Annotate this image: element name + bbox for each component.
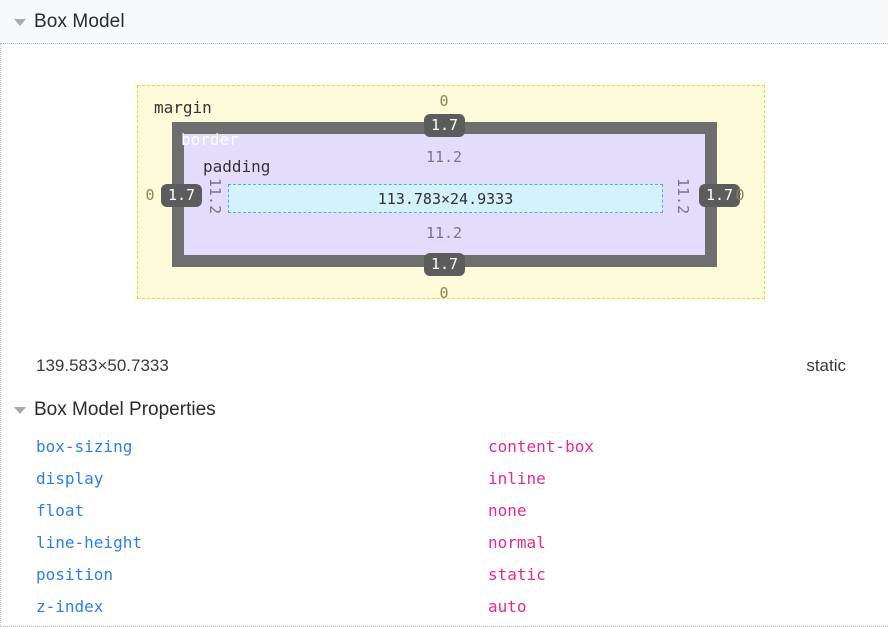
padding-top-value[interactable]: 11.2 <box>425 148 463 166</box>
margin-bottom-value[interactable]: 0 <box>439 284 449 302</box>
padding-right-value[interactable]: 11.2 <box>674 178 692 215</box>
property-name[interactable]: display <box>36 468 104 488</box>
margin-right-value[interactable]: 0 <box>735 186 745 204</box>
properties-section-title: Box Model Properties <box>34 399 216 420</box>
property-name[interactable]: float <box>36 500 85 520</box>
table-row[interactable]: position static <box>0 558 888 590</box>
panel-left-edge <box>0 44 2 627</box>
border-top-value[interactable]: 1.7 <box>424 114 466 137</box>
margin-layer-label: margin <box>154 98 212 117</box>
position-label: static <box>806 356 846 375</box>
border-left-value[interactable]: 1.7 <box>161 184 203 207</box>
property-value[interactable]: auto <box>488 596 527 616</box>
property-name[interactable]: z-index <box>36 596 104 616</box>
content-box[interactable]: 113.783×24.9333 <box>228 184 663 213</box>
margin-left-value[interactable]: 0 <box>145 186 155 204</box>
table-row[interactable]: display inline <box>0 462 888 494</box>
table-row[interactable]: float none <box>0 494 888 526</box>
table-row[interactable]: z-index auto <box>0 590 888 622</box>
page-title: Box Model <box>34 11 125 32</box>
padding-left-value[interactable]: 11.2 <box>206 178 224 215</box>
property-value[interactable]: inline <box>488 468 546 488</box>
properties-list: box-sizing content-box display inline fl… <box>0 430 888 622</box>
property-name[interactable]: box-sizing <box>36 436 133 456</box>
border-right-value[interactable]: 1.7 <box>699 184 741 207</box>
box-model-diagram: 113.783×24.9333 margin border padding 0 … <box>0 44 888 344</box>
total-dimensions-label: 139.583×50.7333 <box>36 356 169 375</box>
table-row[interactable]: box-sizing content-box <box>0 430 888 462</box>
property-value[interactable]: content-box <box>488 436 594 456</box>
table-row[interactable]: line-height normal <box>0 526 888 558</box>
box-model-panel-header[interactable]: Box Model <box>0 0 888 44</box>
margin-top-value[interactable]: 0 <box>439 92 449 110</box>
border-layer-label: border <box>181 130 239 149</box>
property-name[interactable]: line-height <box>36 532 142 552</box>
property-value[interactable]: static <box>488 564 546 584</box>
chevron-down-icon[interactable] <box>14 18 26 26</box>
chevron-down-icon[interactable] <box>14 406 26 414</box>
border-bottom-value[interactable]: 1.7 <box>424 253 466 276</box>
box-model-properties-header[interactable]: Box Model Properties <box>0 396 888 424</box>
property-name[interactable]: position <box>36 564 114 584</box>
box-model-summary-row: 139.583×50.7333 static <box>0 356 888 388</box>
content-dimensions-label: 113.783×24.9333 <box>377 189 514 208</box>
property-value[interactable]: none <box>488 500 527 520</box>
padding-bottom-value[interactable]: 11.2 <box>425 224 463 242</box>
padding-layer-label: padding <box>203 157 271 176</box>
property-value[interactable]: normal <box>488 532 546 552</box>
